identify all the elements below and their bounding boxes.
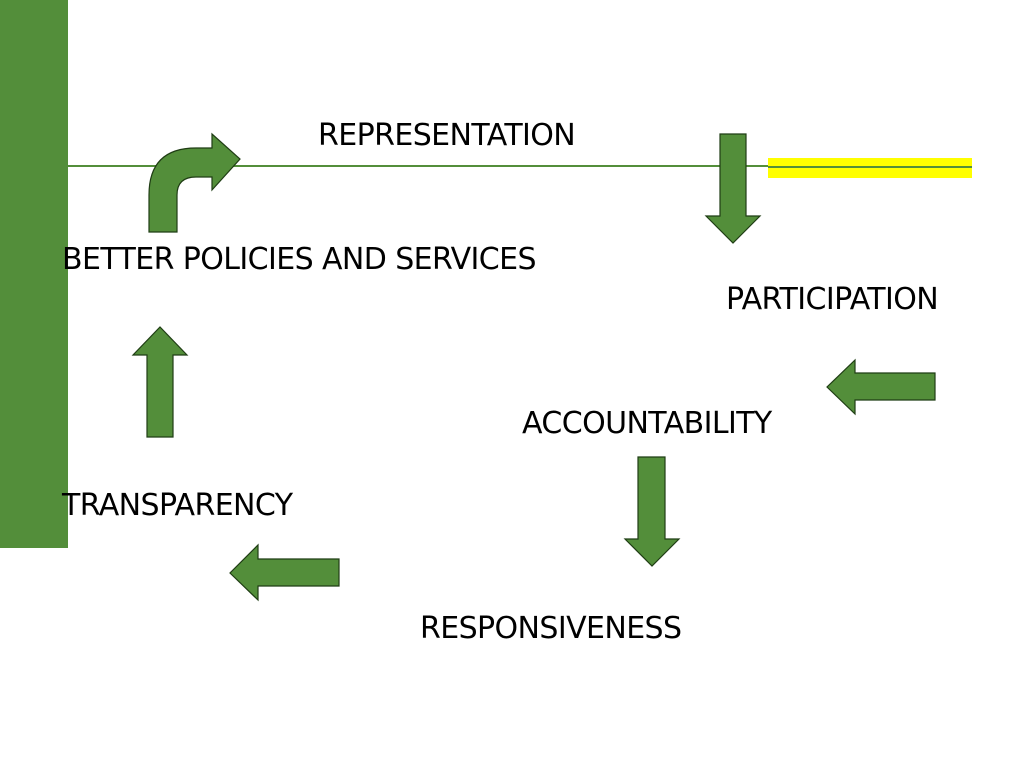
node-responsiveness: RESPONSIVENESS xyxy=(420,611,682,646)
node-participation: PARTICIPATION xyxy=(726,282,939,317)
arrow-participation-to-accountability-icon xyxy=(826,358,936,416)
highlight-divider-line xyxy=(768,166,972,168)
node-transparency: TRANSPARENCY xyxy=(62,488,293,523)
node-better-policies-and-services: BETTER POLICIES AND SERVICES xyxy=(62,242,537,277)
top-divider-line xyxy=(68,165,972,167)
node-representation: REPRESENTATION xyxy=(318,118,576,153)
left-accent-bar xyxy=(0,0,68,548)
arrow-representation-to-participation-icon xyxy=(704,133,762,244)
arrow-responsiveness-to-transparency-icon xyxy=(229,543,340,602)
arrow-better-to-representation-icon xyxy=(148,132,241,233)
arrow-transparency-to-better-icon xyxy=(131,326,189,438)
yellow-highlight-strip xyxy=(768,158,972,178)
node-accountability: ACCOUNTABILITY xyxy=(522,406,772,441)
arrow-accountability-to-responsiveness-icon xyxy=(623,456,681,567)
